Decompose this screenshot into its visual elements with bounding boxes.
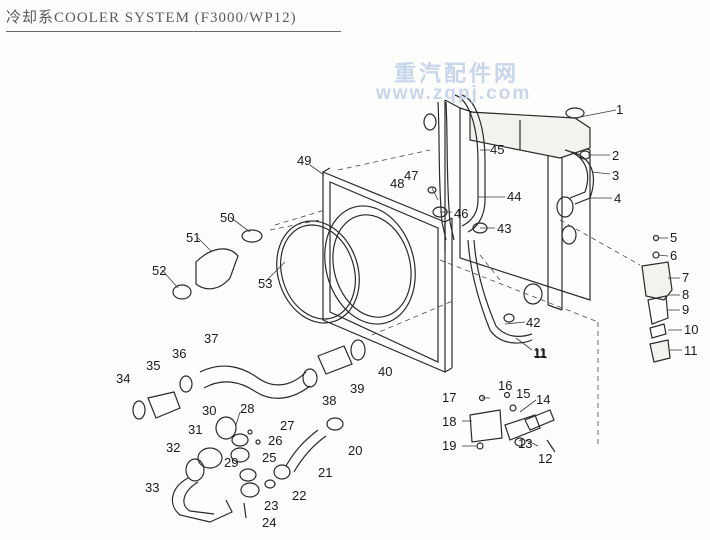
vent-pipes: [423, 94, 488, 241]
callout-4: 4: [614, 191, 621, 206]
callout-46: 46: [454, 206, 468, 221]
callout-13: 13: [518, 436, 532, 451]
callout-23: 23: [264, 498, 278, 513]
callout-12: 12: [538, 451, 552, 466]
callout-1: 1: [616, 102, 623, 117]
callout-2: 2: [612, 148, 619, 163]
callout-24: 24: [262, 515, 276, 530]
callout-38: 38: [322, 393, 336, 408]
callout-3: 3: [612, 168, 619, 183]
callout-9: 9: [682, 302, 689, 317]
expansion-tank: [469, 107, 591, 159]
left-hose-parts: [172, 229, 263, 300]
callout-5: 5: [670, 230, 677, 245]
callout-48: 48: [390, 176, 404, 191]
watermark-text-chinese: 重汽配件网: [394, 61, 520, 86]
callout-43: 43: [497, 221, 511, 236]
callout-37: 37: [204, 331, 218, 346]
callout-25: 25: [262, 450, 276, 465]
callout-51: 51: [186, 230, 200, 245]
callout-28: 28: [240, 401, 254, 416]
callout-49: 49: [297, 153, 311, 168]
title-underline: [6, 31, 341, 32]
drain-pipe: [467, 239, 543, 344]
callout-20: 20: [348, 443, 362, 458]
fan-opening: [324, 205, 416, 325]
callout-7: 7: [682, 270, 689, 285]
callout-15: 15: [516, 386, 530, 401]
assembly-lines: [269, 149, 641, 445]
callout-52: 52: [152, 263, 166, 278]
callout-47: 47: [404, 168, 418, 183]
callout-26: 26: [268, 433, 282, 448]
callout-29: 29: [224, 455, 238, 470]
callout-11-lower: 11: [533, 345, 547, 360]
callout-11-mid: 11: [534, 346, 548, 361]
callout-53: 53: [258, 276, 272, 291]
lower-hose-group: [215, 416, 344, 519]
ring-seal: [276, 220, 360, 324]
callout-11: 11: [684, 343, 698, 358]
callout-32: 32: [166, 440, 180, 455]
mounting-bracket: [641, 234, 673, 363]
callout-8: 8: [682, 287, 689, 302]
callout-40: 40: [378, 364, 392, 379]
callout-35: 35: [146, 358, 160, 373]
callout-27: 27: [280, 418, 294, 433]
watermark-url: www.zqpj.com: [376, 83, 532, 104]
callout-45: 45: [490, 142, 504, 157]
callout-36: 36: [172, 346, 186, 361]
callout-14: 14: [536, 392, 550, 407]
callout-50: 50: [220, 210, 234, 225]
callout-18: 18: [442, 414, 456, 429]
intake-hose: [132, 339, 366, 420]
callout-30: 30: [202, 403, 216, 418]
callout-34: 34: [116, 371, 130, 386]
fan-shroud: [322, 167, 453, 373]
callout-33: 33: [145, 480, 159, 495]
callout-44: 44: [507, 189, 521, 204]
callout-22: 22: [292, 488, 306, 503]
site-watermark: 重汽配件网 www.zqpj.com: [356, 56, 550, 108]
callout-10: 10: [684, 322, 698, 337]
callout-16: 16: [498, 378, 512, 393]
elbow-hose: [171, 447, 233, 523]
callout-39: 39: [350, 381, 364, 396]
callout-labels: 1 2 3 4 5 6 7 8 9 10 11 11 12 13 14 15 1…: [116, 102, 698, 530]
callout-31: 31: [188, 422, 202, 437]
leader-lines: [161, 109, 682, 447]
diagram-title: 冷却系COOLER SYSTEM (F3000/WP12): [6, 10, 297, 26]
callout-19: 19: [442, 438, 456, 453]
callout-21: 21: [318, 465, 332, 480]
callout-17: 17: [442, 390, 456, 405]
callout-6: 6: [670, 248, 677, 263]
callout-42: 42: [526, 315, 540, 330]
